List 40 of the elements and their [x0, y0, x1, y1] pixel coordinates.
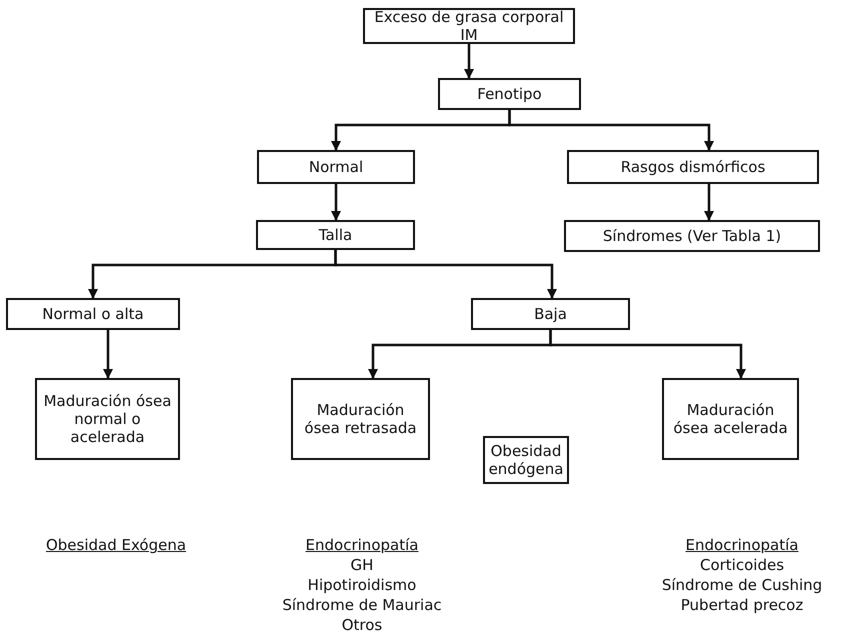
list-item: Síndrome de Cushing: [662, 576, 822, 594]
process-box: [564, 220, 820, 252]
section-heading: Endocrinopatía: [686, 536, 798, 554]
arrow: [464, 44, 474, 79]
arrow: [549, 330, 746, 379]
box-text: Maduración ósea retrasada: [303, 401, 418, 437]
arrow: [704, 184, 714, 221]
arrow: [331, 184, 341, 221]
box-text: Obesidad endógena: [488, 442, 564, 478]
box-text: Maduración ósea acelerada: [672, 401, 789, 437]
process-box: [567, 150, 819, 184]
process-box: [257, 150, 415, 184]
process-box: [6, 298, 180, 330]
list-item: Otros: [342, 616, 382, 634]
list-item: Pubertad precoz: [680, 596, 804, 614]
section-heading: Endocrinopatía: [306, 536, 418, 554]
arrow: [508, 110, 714, 151]
list-item: Síndrome de Mauriac: [282, 596, 442, 614]
list-item: Corticoides: [700, 556, 784, 574]
process-box: [291, 378, 430, 460]
process-box: [438, 78, 581, 110]
process-box: [662, 378, 799, 460]
box-text: Baja: [533, 305, 568, 323]
list-item: Hipotiroidismo: [308, 576, 416, 594]
process-box: [35, 378, 180, 460]
box-text: Talla: [318, 226, 354, 244]
arrow: [103, 330, 113, 379]
list-item: GH: [350, 556, 374, 574]
process-box: [256, 220, 415, 250]
box-text: Normal: [308, 158, 364, 176]
arrow: [334, 250, 557, 299]
box-text: Exceso de grasa corporal IM: [373, 8, 565, 44]
box-text: Fenotipo: [476, 85, 543, 103]
section-heading: Obesidad Exógena: [46, 536, 186, 554]
box-text: Rasgos dismórficos: [620, 158, 766, 176]
box-text: Normal o alta: [41, 305, 145, 323]
box-text: Síndromes (Ver Tabla 1): [602, 227, 782, 245]
box-text: Maduración ósea normal o acelerada: [42, 392, 172, 446]
process-box: [483, 436, 569, 484]
process-box: [471, 298, 630, 330]
